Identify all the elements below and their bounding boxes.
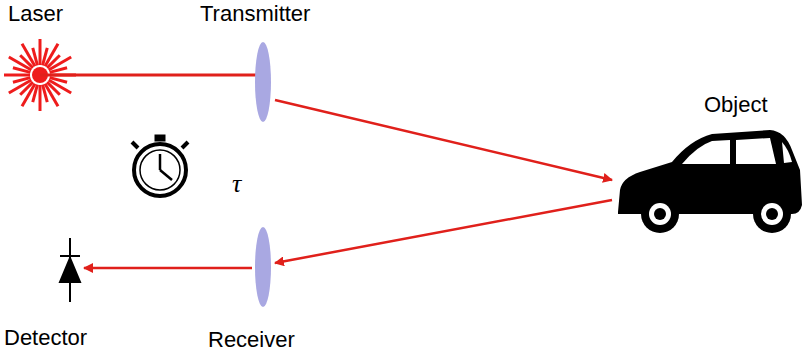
receiver-label: Receiver xyxy=(208,328,295,352)
detector-beam xyxy=(84,267,252,270)
delay-symbol: τ xyxy=(232,170,241,199)
transmitter-label: Transmitter xyxy=(200,2,310,26)
laser-label: Laser xyxy=(8,2,63,26)
photodiode-symbol xyxy=(60,238,80,302)
transmitter-lens xyxy=(255,42,271,122)
return-beam xyxy=(275,200,612,263)
stopwatch-icon xyxy=(132,135,188,196)
receiver-lens xyxy=(255,227,271,307)
detector-label: Detector xyxy=(4,326,87,350)
car-silhouette xyxy=(618,130,802,233)
outgoing-beam xyxy=(275,100,612,180)
object-label: Object xyxy=(704,93,768,117)
laser-beam xyxy=(40,74,256,77)
